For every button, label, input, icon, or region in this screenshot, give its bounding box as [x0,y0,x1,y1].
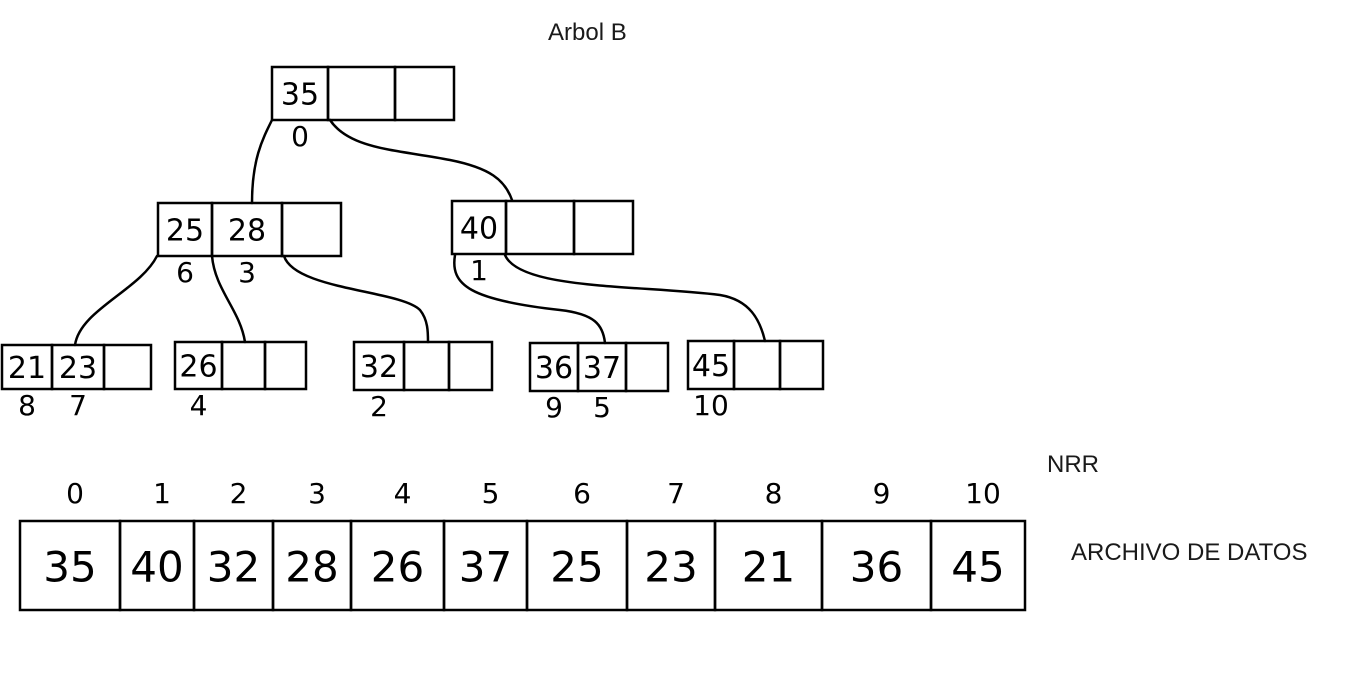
node-key: 25 [166,214,204,249]
tree-edges [73,118,767,347]
node-key: 45 [692,349,730,384]
edge-n-40-to-leaf-45 [503,253,767,343]
data-file-value: 36 [850,543,903,592]
node-slot [624,341,670,393]
data-file-record: 45 [929,519,1027,612]
data-file-nrr-index: 9 [873,477,891,510]
node-key: 28 [228,214,266,249]
data-file-record: 40 [118,519,196,612]
node-slot [402,340,451,392]
node-key-nrr: 10 [693,389,729,422]
data-file-nrr-index: 5 [482,477,500,510]
node-key-nrr: 2 [370,390,388,423]
data-file-value: 21 [742,543,795,592]
data-file-nrr-index: 8 [765,477,783,510]
node-key: 36 [535,351,573,386]
diagram-title: Arbol B [548,19,627,46]
node-slot [280,201,343,258]
data-file-value: 23 [644,543,697,592]
tree-node-n-25-28: 25 6 28 3 [156,201,343,289]
node-key: 32 [360,350,398,385]
edge-root-to-n-40 [328,118,514,202]
node-key-nrr: 6 [176,256,194,289]
data-file-record: 21 [713,519,824,612]
data-file-value: 26 [371,543,424,592]
edge-n-40-to-leaf-36-37 [453,253,607,345]
node-slot [326,65,397,122]
node-slot [447,340,494,392]
data-file-nrr-index: 7 [667,477,685,510]
node-slot [504,199,576,256]
node-key-nrr: 8 [18,389,36,422]
data-file-record-row: 35 40 32 28 26 37 25 23 21 36 45 [18,519,1027,612]
node-key: 23 [59,351,97,386]
node-slot [102,343,153,391]
node-slot [732,339,782,391]
node-key-nrr: 3 [238,256,256,289]
data-file-value: 32 [207,543,260,592]
node-key-nrr: 0 [291,120,309,153]
data-file-nrr-index: 0 [66,477,84,510]
tree-node-leaf-26: 264 [173,340,308,422]
node-slot [778,339,825,391]
tree-node-leaf-21-23: 218 237 [0,343,153,422]
node-slot [572,199,635,256]
node-key: 35 [281,78,319,113]
data-file-record: 36 [820,519,933,612]
data-file-value: 25 [550,543,603,592]
edge-n-25-28-to-leaf-21-23 [73,254,159,347]
tree-node-leaf-36-37: 36 9 37 5 [528,341,670,424]
node-slot [220,340,267,391]
data-file-label: ARCHIVO DE DATOS [1071,539,1307,566]
data-file-nrr-index: 2 [230,477,248,510]
data-file-cell [929,519,1027,612]
data-file-nrr-index: 4 [394,477,412,510]
data-file-record: 25 [525,519,629,612]
data-file-value: 28 [285,543,338,592]
data-file-value: 40 [130,543,183,592]
data-file-nrr-index: 10 [965,477,1001,510]
data-file-record: 37 [442,519,529,612]
nrr-label: NRR [1047,451,1099,478]
data-file-record: 35 [18,519,122,612]
data-file-record: 28 [271,519,353,612]
node-key-nrr: 5 [593,391,611,424]
node-key: 26 [179,350,217,385]
data-file-nrr-index: 6 [573,477,591,510]
edge-root-to-n-25-28 [250,118,274,205]
data-file-record: 32 [192,519,275,612]
tree-node-n-40: 401 [450,199,635,287]
data-file-value: 45 [951,543,1004,592]
data-file-nrr-row: 0 1 2 3 4 5 6 7 8 9 10 [66,477,1001,510]
node-slot [263,340,308,391]
edge-n-25-28-to-leaf-32 [282,254,430,344]
node-key-nrr: 4 [190,389,208,422]
node-slot [393,65,456,122]
node-key-nrr: 7 [69,389,87,422]
data-file-record: 26 [349,519,446,612]
data-file-nrr-index: 3 [308,477,326,510]
tree-node-leaf-32: 322 [352,340,494,423]
data-file-record: 23 [625,519,717,612]
data-file-nrr-index: 1 [153,477,171,510]
node-key: 40 [460,212,498,247]
data-file-value: 37 [459,543,512,592]
node-key-nrr: 9 [545,391,563,424]
node-key: 21 [8,351,46,386]
edge-n-25-28-to-leaf-26 [210,254,247,344]
node-key-nrr: 1 [470,254,488,287]
node-key: 37 [583,351,621,386]
data-file-value: 35 [43,543,96,592]
tree-node-root: 350 [270,65,456,153]
